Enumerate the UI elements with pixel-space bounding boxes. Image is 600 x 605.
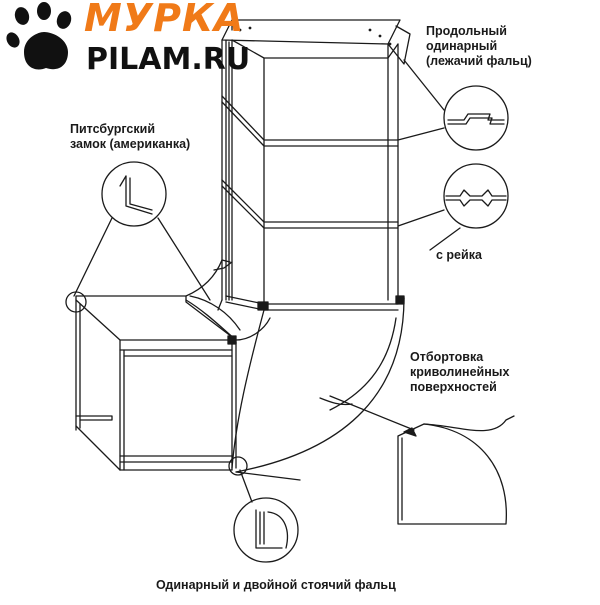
label-line: одинарный [426, 39, 498, 53]
label-line: (лежачий фальц) [426, 54, 532, 68]
label-rail: с рейка [436, 248, 482, 262]
label-pittsburgh-lock: Питсбургский замок (американка) [70, 122, 190, 152]
label-line: Питсбургский [70, 122, 156, 136]
flanging-detail [329, 395, 515, 525]
label-longitudinal-seam: Продольный одинарный (лежачий фальц) [426, 24, 532, 69]
paw-print-icon [6, 2, 72, 70]
rail-detail [397, 163, 509, 251]
longitudinal-seam-detail [397, 59, 509, 151]
brand-logo-top: МУРКА [84, 0, 245, 40]
label-line: криволинейных [410, 365, 510, 379]
vertical-duct [217, 19, 411, 311]
pittsburgh-lock-detail [65, 161, 211, 313]
label-line: замок (американка) [70, 137, 191, 151]
label-line: Отбортовка [410, 350, 484, 364]
standing-seam-detail [228, 456, 299, 563]
label-line: поверхностей [410, 380, 497, 394]
elbow-curve [185, 259, 405, 481]
lower-box [75, 295, 237, 471]
label-line: Продольный [426, 24, 507, 38]
label-flanging: Отбортовка криволинейных поверхностей [410, 350, 509, 395]
brand-logo-bottom: PILAM.RU [86, 42, 251, 77]
label-standing-seam: Одинарный и двойной стоячий фальц [156, 578, 396, 592]
